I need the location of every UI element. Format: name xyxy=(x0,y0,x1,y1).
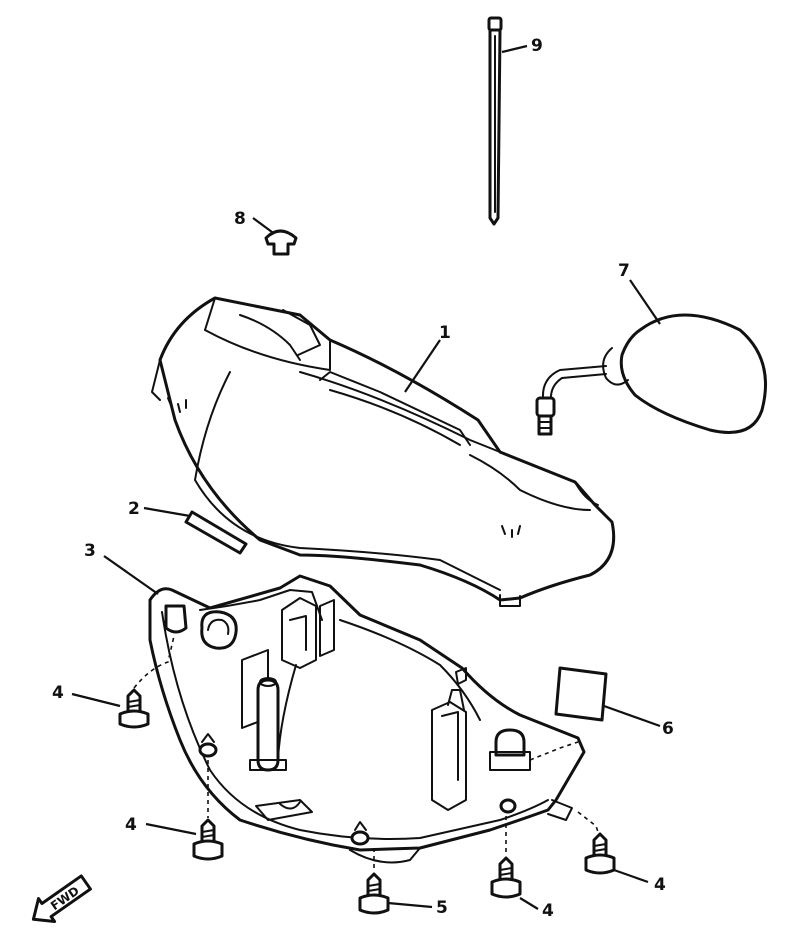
callout-6: 6 xyxy=(662,719,674,739)
plug-part-8 xyxy=(264,229,298,256)
callout-7: 7 xyxy=(618,261,630,281)
cable-tie-part-9 xyxy=(487,16,503,226)
screw-4d xyxy=(584,832,616,875)
callout-4d: 4 xyxy=(654,875,666,895)
callout-5: 5 xyxy=(436,898,448,918)
screw-5 xyxy=(358,872,390,915)
strip-part-2 xyxy=(184,510,248,555)
alignment-lines xyxy=(133,635,599,872)
upper-handle-cover-part-1 xyxy=(151,296,616,607)
callout-4c: 4 xyxy=(542,901,554,921)
callout-4b: 4 xyxy=(125,815,137,835)
callout-2: 2 xyxy=(128,499,140,519)
screw-4a xyxy=(118,688,150,729)
label-part-6 xyxy=(554,666,608,722)
callout-4a: 4 xyxy=(52,683,64,703)
mirror-part-7 xyxy=(535,313,767,436)
callout-1: 1 xyxy=(439,323,451,343)
lower-handle-cover xyxy=(148,574,586,864)
leader-lines xyxy=(71,44,661,910)
callout-3: 3 xyxy=(84,541,96,561)
screw-4b xyxy=(192,818,224,861)
fwd-arrow: FWD xyxy=(31,874,92,923)
screw-4c xyxy=(490,856,522,899)
callout-labels: 9 8 7 1 2 3 6 4 4 5 4 4 xyxy=(52,36,674,921)
callout-9: 9 xyxy=(531,36,543,56)
callout-8: 8 xyxy=(234,209,246,229)
